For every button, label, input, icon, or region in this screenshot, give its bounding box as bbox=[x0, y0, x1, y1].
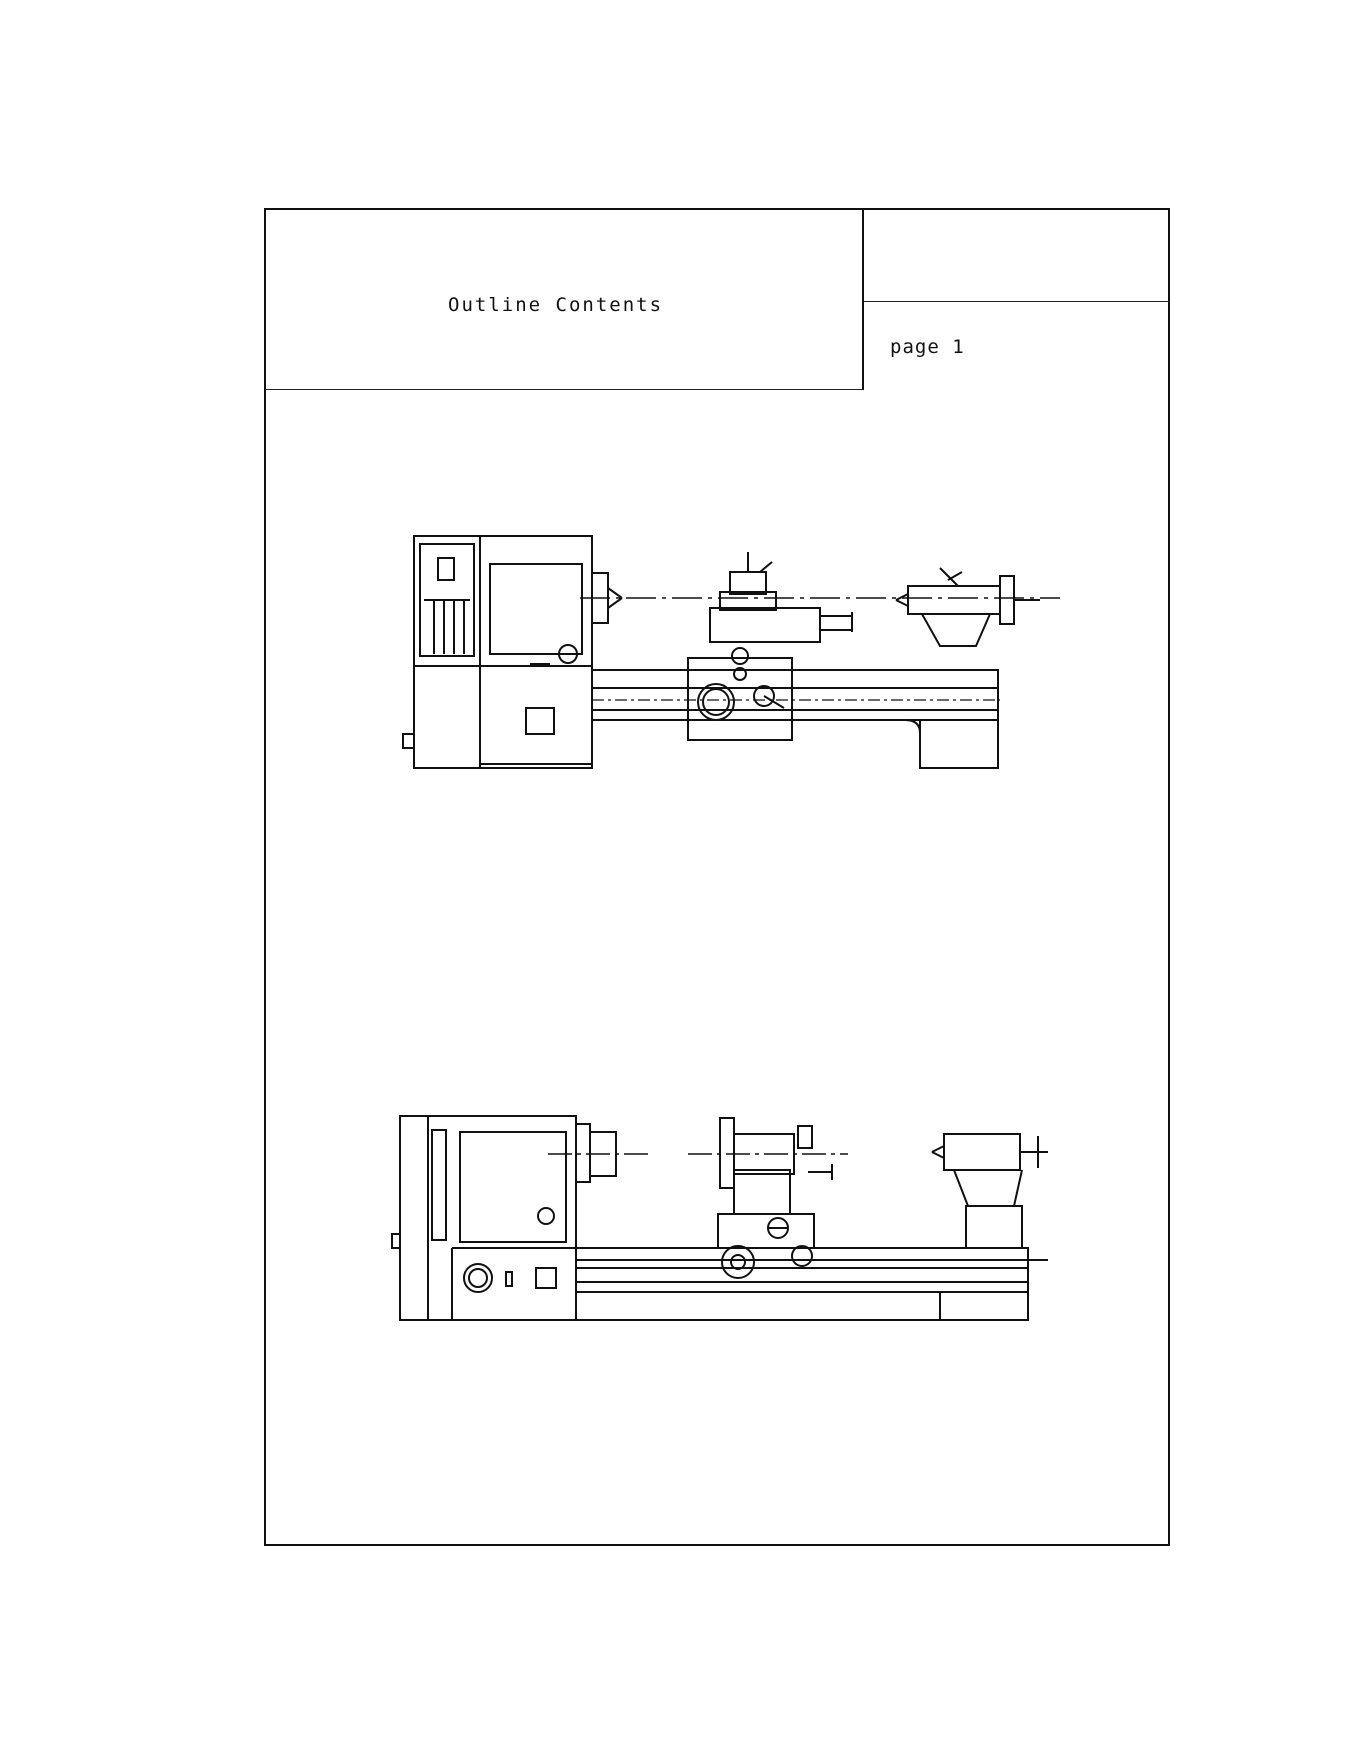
lathe-rear-view-drawing bbox=[388, 1110, 1068, 1330]
title-block: Outline Contents bbox=[266, 210, 864, 390]
lathe-front-view-drawing bbox=[400, 528, 1060, 788]
title-block-blank-cell bbox=[864, 210, 1170, 302]
page-number: page 1 bbox=[890, 336, 965, 358]
drawing-sheet-frame: Outline Contents page 1 bbox=[264, 208, 1170, 1546]
document-title: Outline Contents bbox=[448, 294, 663, 316]
